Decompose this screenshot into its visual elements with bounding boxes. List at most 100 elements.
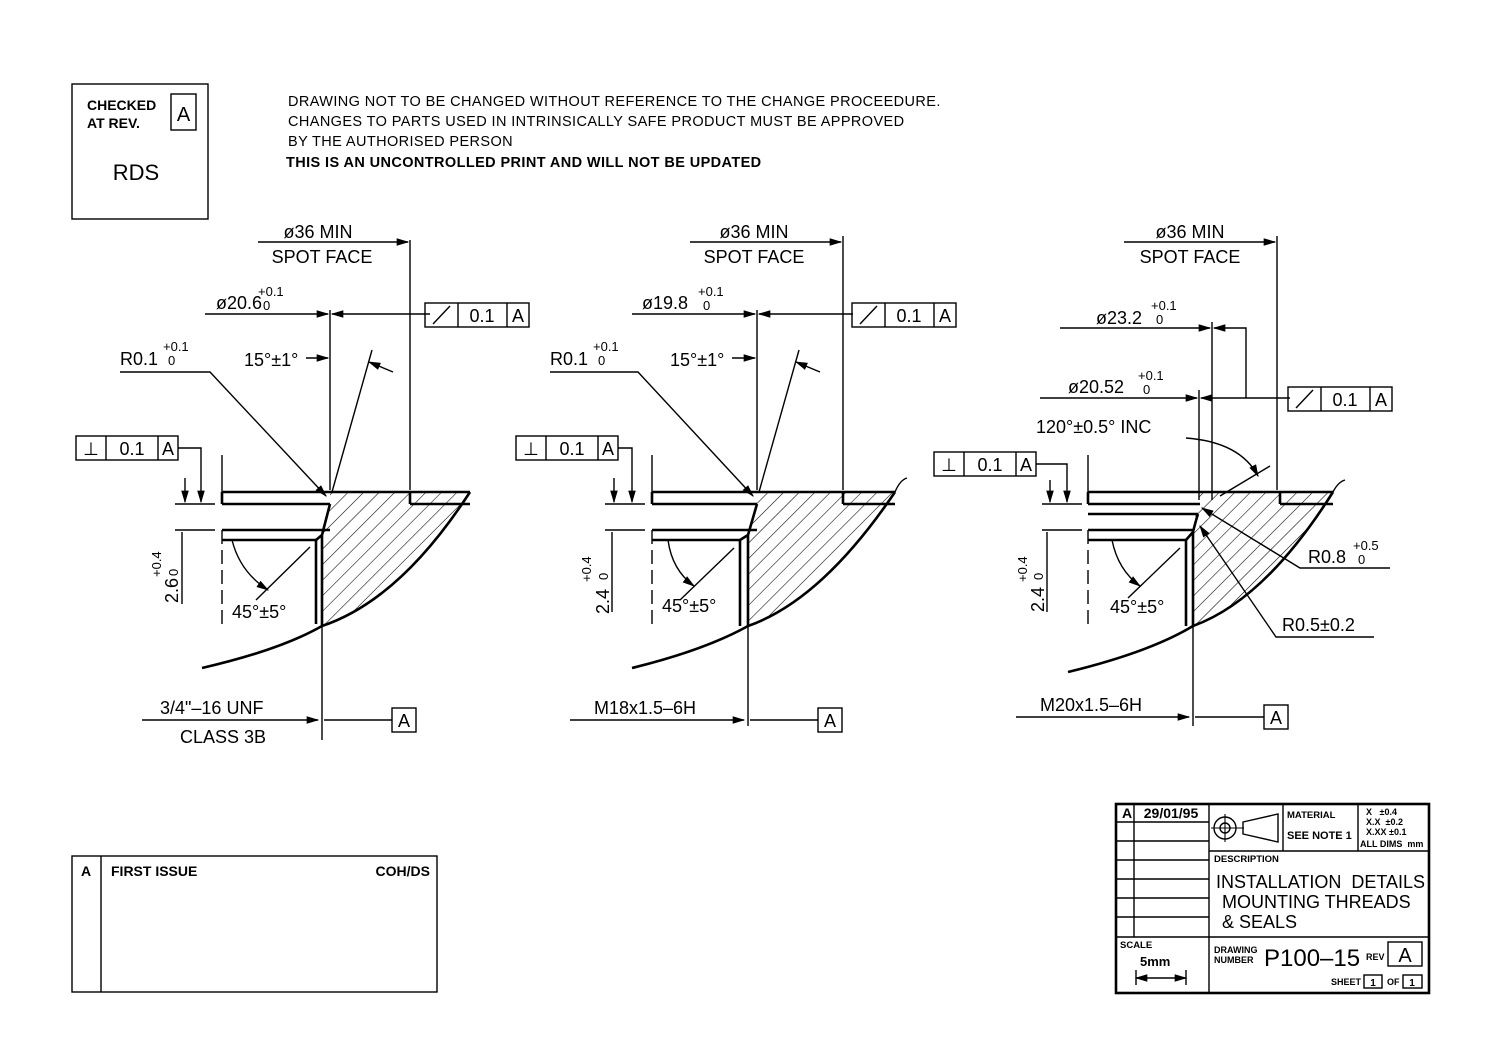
d1-perp-value: 0.1 (119, 439, 144, 459)
d3-depth-tol-upper: +0.4 (1015, 556, 1030, 582)
d2-thread-1: M18x1.5–6H (594, 698, 696, 718)
d2-runout-frame: 0.1 A (851, 302, 957, 328)
tb-drawing-number: P100–15 (1264, 945, 1360, 972)
d2-bore-tol-upper: +0.1 (698, 284, 724, 299)
d3-thread-1: M20x1.5–6H (1040, 695, 1142, 715)
at-rev-label: AT REV. (87, 115, 140, 131)
note-line-4: THIS IS AN UNCONTROLLED PRINT AND WILL N… (286, 155, 762, 171)
d1-perp-datum: A (162, 439, 174, 459)
d1-runout-frame: 0.1 A (424, 302, 530, 328)
d3-depth: 2.4 (1028, 587, 1048, 612)
d1-perp-symbol: ⊥ (83, 439, 99, 459)
d2-depth-tol-upper: +0.4 (579, 556, 594, 582)
d2-perp-symbol: ⊥ (523, 439, 539, 459)
d2-runout-value: 0.1 (896, 306, 921, 326)
d1-depth-tol-lower: 0 (166, 569, 181, 576)
d3-spot-face-label: SPOT FACE (1140, 247, 1241, 267)
d1-thread-2: CLASS 3B (180, 727, 266, 747)
d2-perp-value: 0.1 (559, 439, 584, 459)
d3-perp-datum: A (1020, 455, 1032, 475)
d2-bore-tol-lower: 0 (703, 298, 710, 313)
tb-rev-letter: A (1122, 805, 1132, 821)
d3-radius-small: R0.5±0.2 (1282, 615, 1355, 635)
d3-radius-large: R0.8 (1308, 547, 1346, 567)
tb-description-2: MOUNTING THREADS (1222, 892, 1411, 912)
d3-radius-large-tol-upper: +0.5 (1353, 538, 1379, 553)
d2-depth: 2.4 (593, 589, 613, 614)
d1-bore-dia: ø20.6 (216, 293, 262, 313)
title-block: A 29/01/95 MATERIAL SEE NOTE 1 X ±0.4 X.… (1114, 802, 1431, 995)
tb-material-label: MATERIAL (1287, 810, 1336, 821)
d1-datum: A (398, 711, 410, 731)
revision-letter: A (81, 863, 91, 879)
detail-3: ø36 MIN SPOT FACE ø23.2 +0.1 0 ø20.52 +0… (933, 222, 1393, 730)
tb-tol-2: X.X ±0.2 (1366, 817, 1403, 827)
d3-runout-datum: A (1375, 390, 1387, 410)
d3-perp-symbol: ⊥ (941, 455, 957, 475)
note-line-1: DRAWING NOT TO BE CHANGED WITHOUT REFERE… (288, 94, 941, 110)
tb-drawing-label-2: NUMBER (1214, 955, 1254, 965)
d1-spot-face-dia: ø36 MIN (283, 222, 352, 242)
tb-sheet-number: 1 (1370, 978, 1376, 989)
d1-runout-datum: A (512, 306, 524, 326)
tb-tol-1: X ±0.4 (1366, 807, 1397, 817)
tb-material-value: SEE NOTE 1 (1287, 830, 1352, 842)
tb-rev-date: 29/01/95 (1144, 805, 1199, 821)
d3-perp-frame: ⊥ 0.1 A (933, 451, 1071, 504)
d2-radius-tol-upper: +0.1 (593, 339, 619, 354)
tb-tol-3: X.XX ±0.1 (1366, 827, 1406, 837)
d1-runout-value: 0.1 (469, 306, 494, 326)
revision-table: A FIRST ISSUE COH/DS (71, 855, 438, 993)
d1-chamfer: 45°±5° (232, 602, 286, 622)
d3-bore-tol-upper: +0.1 (1138, 368, 1164, 383)
d3-bore-tol-lower: 0 (1143, 382, 1150, 397)
tb-sheet-total: 1 (1409, 978, 1415, 989)
revision-description: FIRST ISSUE (111, 863, 197, 879)
d1-spot-face-label: SPOT FACE (272, 247, 373, 267)
d1-radius-tol-upper: +0.1 (163, 339, 189, 354)
tb-description-3: & SEALS (1222, 912, 1297, 932)
d2-radius-tol-lower: 0 (598, 353, 605, 368)
d3-chamfer: 45°±5° (1110, 597, 1164, 617)
projection-icon (1211, 813, 1279, 843)
d1-angle: 15°±1° (244, 350, 298, 370)
d3-radius-large-tol-lower: 0 (1358, 552, 1365, 567)
drawing-notes: DRAWING NOT TO BE CHANGED WITHOUT REFERE… (286, 94, 941, 171)
tb-scale-label: SCALE (1120, 940, 1152, 951)
d3-outer-dia: ø23.2 (1096, 308, 1142, 328)
d2-angle: 15°±1° (670, 350, 724, 370)
tb-sheet-label: SHEET (1331, 977, 1362, 987)
tb-rev-value: A (1398, 945, 1412, 967)
tb-description-label: DESCRIPTION (1214, 854, 1279, 865)
d1-depth-tol-upper: +0.4 (149, 551, 164, 577)
d1-thread-1: 3/4"–16 UNF (160, 698, 263, 718)
d1-depth: 2.6 (162, 578, 182, 603)
d1-radius-tol-lower: 0 (168, 353, 175, 368)
d1-perp-frame: ⊥ 0.1 A (75, 435, 205, 504)
d2-runout-datum: A (939, 306, 951, 326)
d3-perp-value: 0.1 (977, 455, 1002, 475)
checked-box: CHECKED AT REV. A RDS (71, 83, 209, 220)
d2-chamfer: 45°±5° (662, 596, 716, 616)
d3-runout-value: 0.1 (1332, 390, 1357, 410)
revision-by: COH/DS (376, 863, 430, 879)
checked-label: CHECKED (87, 97, 156, 113)
d2-depth-tol-lower: 0 (596, 573, 611, 580)
d3-datum: A (1270, 708, 1282, 728)
d2-radius: R0.1 (550, 349, 588, 369)
tb-drawing-label-1: DRAWING (1214, 945, 1258, 955)
detail-2: ø36 MIN SPOT FACE ø19.8 +0.1 0 0.1 A R0.… (515, 222, 957, 733)
tb-description-1: INSTALLATION DETAILS (1216, 872, 1425, 892)
d3-depth-tol-lower: 0 (1031, 573, 1046, 580)
d3-outer-tol-upper: +0.1 (1151, 298, 1177, 313)
checked-initials: RDS (113, 160, 159, 185)
d3-outer-tol-lower: 0 (1156, 312, 1163, 327)
d1-bore-tol-upper: +0.1 (258, 284, 284, 299)
d3-included-angle: 120°±0.5° INC (1036, 417, 1151, 437)
d3-bore-dia: ø20.52 (1068, 377, 1124, 397)
d2-datum: A (824, 711, 836, 731)
tb-rev-label: REV (1366, 952, 1385, 962)
detail-1: ø36 MIN SPOT FACE ø20.6 +0.1 0 0.1 A R0.… (75, 222, 530, 747)
note-line-2: CHANGES TO PARTS USED IN INTRINSICALLY S… (288, 114, 904, 130)
